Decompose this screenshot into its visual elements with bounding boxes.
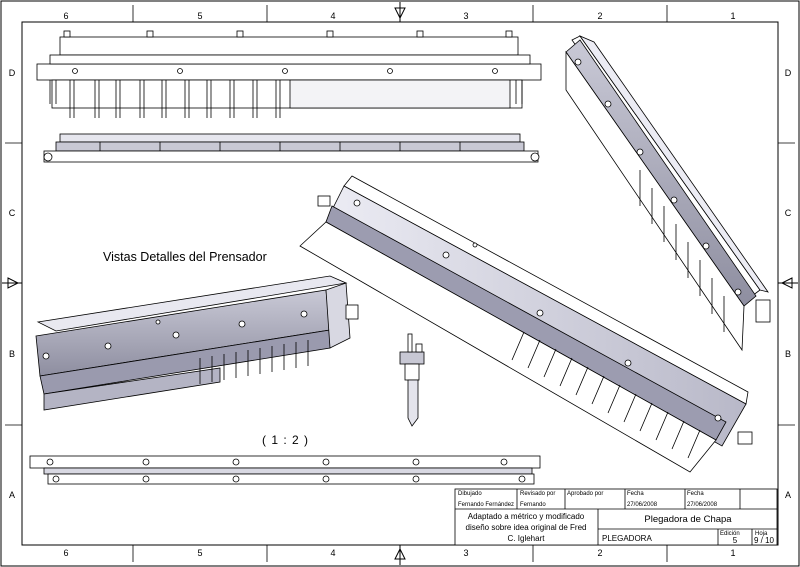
iso-view-right bbox=[565, 35, 771, 352]
note-line-2: diseño sobre idea original de Fred bbox=[466, 523, 587, 532]
zone-label-bottom-2: 2 bbox=[597, 548, 602, 558]
zone-label-left-a: A bbox=[9, 490, 15, 500]
zone-label-left-d: D bbox=[9, 68, 16, 78]
zone-label-top-4: 4 bbox=[330, 11, 335, 21]
zone-label-bottom-5: 5 bbox=[197, 548, 202, 558]
zone-label-left-c: C bbox=[9, 208, 16, 218]
project-title: Plegadora de Chapa bbox=[644, 514, 732, 525]
views-title: Vistas Detalles del Prensador bbox=[103, 250, 267, 264]
approved-label: Aprobado por bbox=[567, 491, 603, 497]
sheet-label: Hoja bbox=[755, 531, 768, 537]
zone-label-top-2: 2 bbox=[597, 11, 602, 21]
reviewed-by: Fernando bbox=[520, 502, 546, 508]
edition-label: Edición bbox=[720, 531, 740, 537]
drawn-label: Dibujado bbox=[458, 491, 482, 497]
zone-label-top-3: 3 bbox=[463, 11, 468, 21]
zone-label-top-5: 5 bbox=[197, 11, 202, 21]
date-label-2: Fecha bbox=[687, 491, 704, 497]
front-view-top bbox=[36, 30, 542, 109]
zone-label-right-c: C bbox=[785, 208, 792, 218]
front-view-fins bbox=[49, 80, 523, 118]
drawn-by: Fernando Fernández bbox=[458, 502, 514, 508]
note-line-3: C. Iglehart bbox=[508, 534, 546, 543]
sheet-number: 9 / 10 bbox=[754, 536, 775, 545]
part-name: PLEGADORA bbox=[602, 534, 652, 543]
zone-label-top-6: 6 bbox=[63, 11, 68, 21]
side-view-bar bbox=[43, 133, 540, 163]
section-detail bbox=[399, 333, 425, 427]
zone-label-top-1: 1 bbox=[730, 11, 735, 21]
iso-view-left bbox=[35, 275, 359, 411]
edition-value: 5 bbox=[733, 536, 738, 545]
date-1: 27/06/2008 bbox=[627, 502, 658, 508]
zone-label-bottom-4: 4 bbox=[330, 548, 335, 558]
zone-label-right-d: D bbox=[785, 68, 792, 78]
zone-label-bottom-6: 6 bbox=[63, 548, 68, 558]
zone-label-left-b: B bbox=[9, 349, 15, 359]
title-block bbox=[454, 488, 778, 546]
scale-label: ( 1 : 2 ) bbox=[262, 433, 309, 447]
date-2: 27/06/2008 bbox=[687, 502, 718, 508]
zone-label-right-b: B bbox=[785, 349, 791, 359]
zone-label-right-a: A bbox=[785, 490, 791, 500]
date-label-1: Fecha bbox=[627, 491, 644, 497]
zone-label-bottom-3: 3 bbox=[463, 548, 468, 558]
iso-view-center bbox=[299, 175, 753, 473]
zone-label-bottom-1: 1 bbox=[730, 548, 735, 558]
front-view-bolts bbox=[72, 68, 498, 74]
reviewed-label: Revisado por bbox=[520, 491, 555, 497]
bottom-view bbox=[29, 455, 541, 485]
note-line-1: Adaptado a métrico y modificado bbox=[468, 512, 585, 521]
